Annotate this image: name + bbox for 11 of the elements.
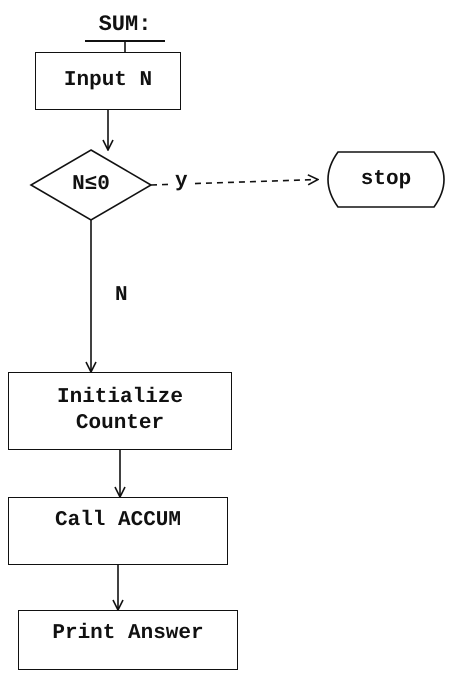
process-box: Input N bbox=[35, 52, 181, 110]
arrow bbox=[114, 450, 126, 498]
arrow bbox=[85, 220, 97, 373]
decision-diamond: N≤0 bbox=[31, 150, 151, 220]
process-box: Initialize Counter bbox=[8, 372, 232, 450]
heading-label: SUM: bbox=[85, 10, 165, 42]
arrow bbox=[112, 565, 124, 611]
process-box: Call ACCUM bbox=[8, 497, 228, 565]
process-box: Print Answer bbox=[18, 610, 238, 670]
arrow bbox=[150, 174, 319, 186]
arrow bbox=[102, 110, 114, 151]
